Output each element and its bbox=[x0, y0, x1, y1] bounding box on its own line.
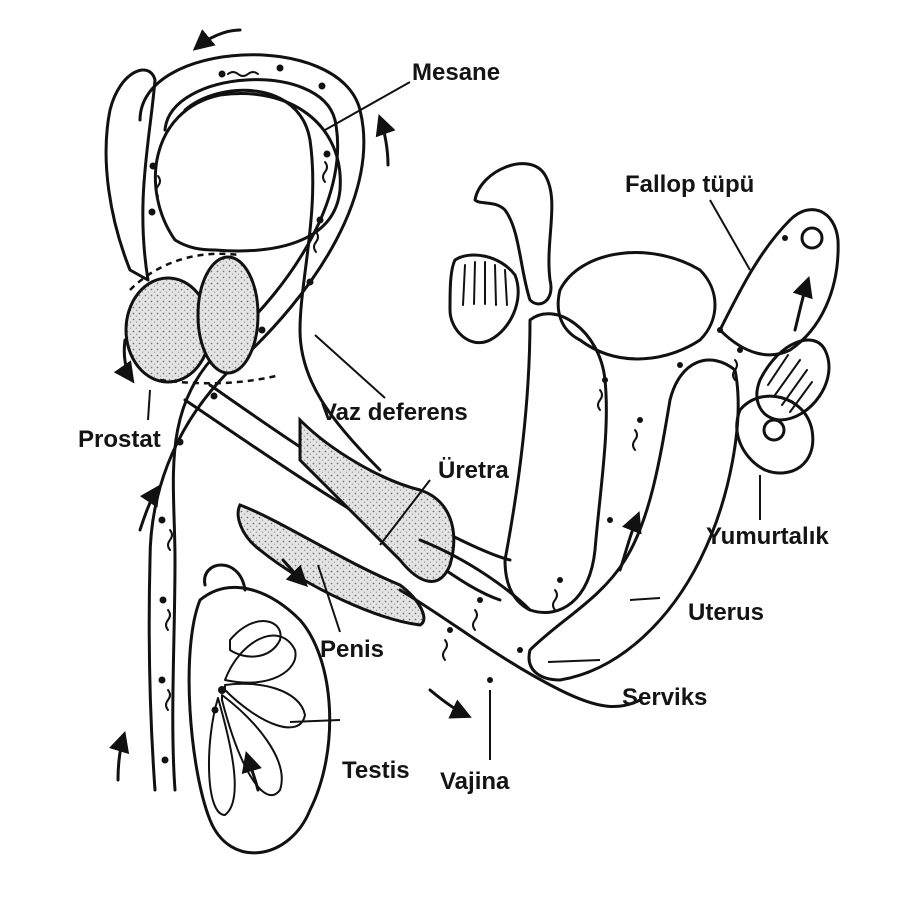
bladder-flap bbox=[106, 70, 155, 280]
uterus-fundus bbox=[558, 253, 715, 359]
label-fallop-tupu: Fallop tüpü bbox=[625, 171, 754, 198]
prostate bbox=[126, 278, 210, 382]
egg-upper bbox=[802, 228, 822, 248]
testis bbox=[189, 565, 330, 853]
label-mesane: Mesane bbox=[412, 59, 500, 86]
seminal-vesicle bbox=[198, 257, 258, 373]
egg-lower bbox=[764, 420, 784, 440]
label-vajina: Vajina bbox=[440, 768, 510, 795]
arrow-top bbox=[196, 30, 240, 48]
arrow-left-up-2 bbox=[118, 735, 124, 780]
arrow-vagina bbox=[430, 690, 468, 716]
uterus bbox=[505, 314, 606, 613]
label-penis: Penis bbox=[320, 636, 384, 663]
label-prostat: Prostat bbox=[78, 426, 161, 453]
cervix bbox=[529, 360, 738, 680]
arrow-right-up bbox=[380, 118, 388, 165]
arrow-tube bbox=[795, 280, 808, 330]
label-testis: Testis bbox=[342, 757, 410, 784]
label-uretra: Üretra bbox=[438, 457, 509, 484]
label-vaz-deferens: Vaz deferens bbox=[321, 399, 468, 426]
label-uterus: Uterus bbox=[688, 599, 764, 626]
label-yumurtalik: Yumurtalık bbox=[706, 523, 829, 550]
ovary bbox=[737, 396, 813, 473]
label-serviks: Serviks bbox=[622, 684, 707, 711]
